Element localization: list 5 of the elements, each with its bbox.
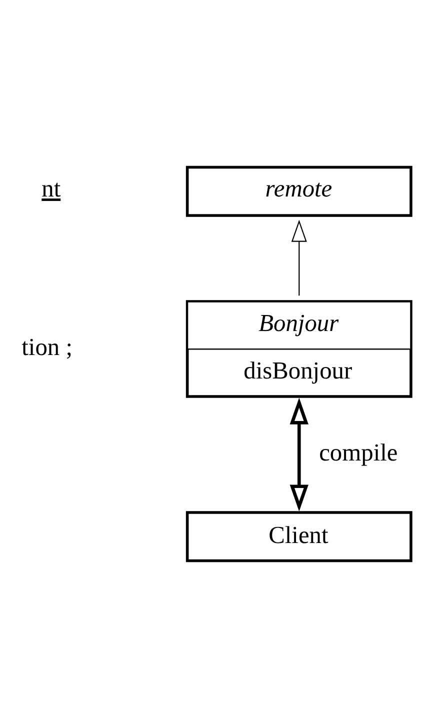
label: nt — [42, 176, 61, 203]
arrow — [290, 398, 308, 512]
edge-label: compile — [319, 440, 398, 467]
label: tion ; — [22, 334, 73, 362]
arrow — [291, 220, 307, 296]
